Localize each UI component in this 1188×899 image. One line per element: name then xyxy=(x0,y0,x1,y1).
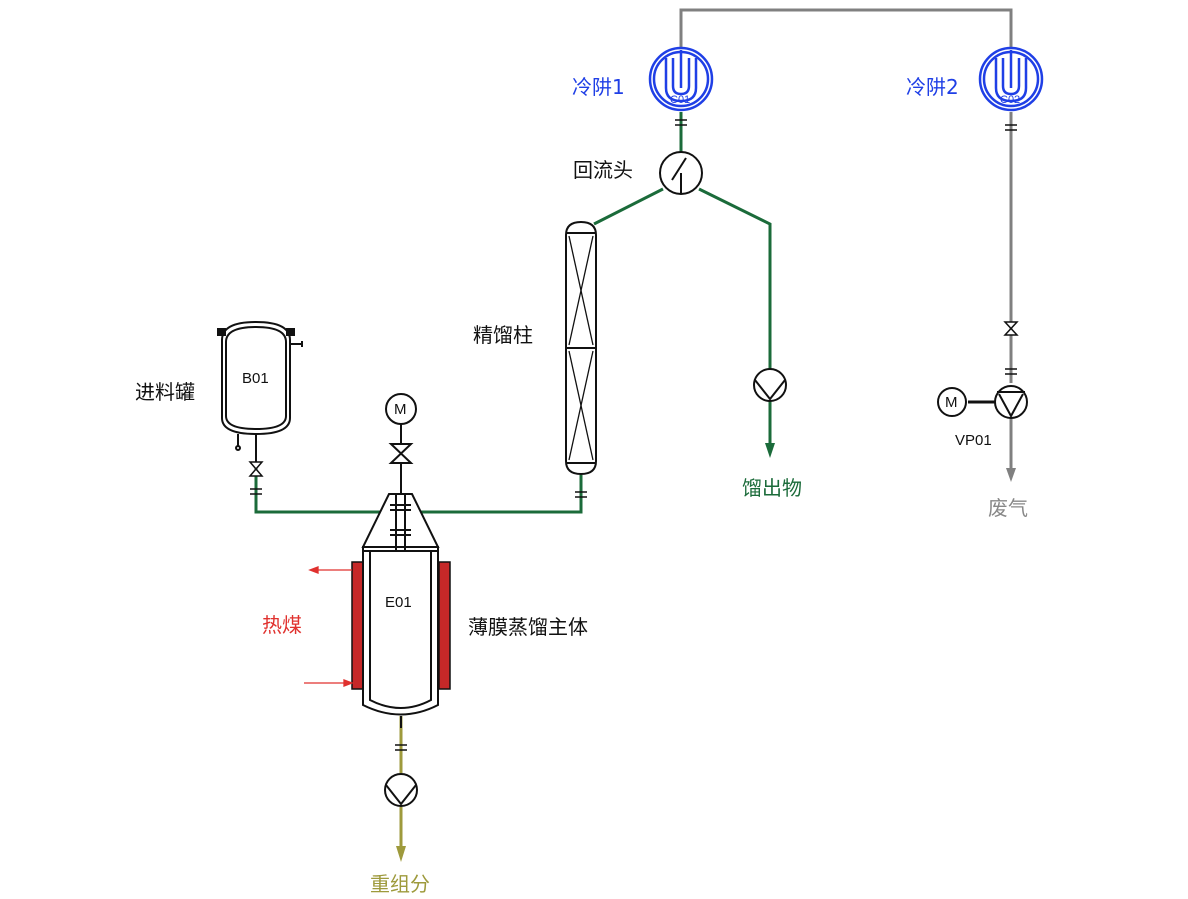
label-reflux-head: 回流头 xyxy=(573,158,633,182)
cold-trap-c02 xyxy=(978,46,1044,112)
reflux-head xyxy=(659,151,703,195)
pipe-flanges xyxy=(250,119,1017,751)
heavy-fraction-arrowhead xyxy=(396,846,406,862)
feed-tank-b01 xyxy=(217,320,303,462)
vacuum-line-valve xyxy=(1003,321,1019,336)
distillate-arrowhead xyxy=(765,443,775,458)
vacuum-line xyxy=(679,8,1013,470)
evaporator-e01 xyxy=(361,493,440,728)
distillation-column xyxy=(565,220,597,476)
tag-vp01: VP01 xyxy=(955,432,992,449)
tag-b01: B01 xyxy=(242,370,269,387)
tag-c01: C01 xyxy=(670,94,691,106)
agitator-drive xyxy=(385,393,417,494)
label-column: 精馏柱 xyxy=(473,323,533,347)
label-cold-trap-1: 冷阱1 xyxy=(572,75,625,99)
vacuum-pump-vp01 xyxy=(968,385,1028,419)
vapor-lines xyxy=(254,112,772,514)
label-heavy-fraction: 重组分 xyxy=(370,872,430,896)
vacuum-pump-motor xyxy=(937,387,967,417)
label-distillate: 馏出物 xyxy=(742,476,802,500)
label-feed-tank: 进料罐 xyxy=(135,380,195,404)
label-main-body: 薄膜蒸馏主体 xyxy=(468,615,588,639)
feed-tank-valve xyxy=(248,461,264,477)
tag-motor-vacuum: M xyxy=(945,394,958,411)
heating-jacket-right xyxy=(438,561,451,690)
tag-e01: E01 xyxy=(385,594,412,611)
label-heating-medium: 热煤 xyxy=(262,613,302,637)
label-cold-trap-2: 冷阱2 xyxy=(906,75,959,99)
heating-jacket-left xyxy=(351,561,364,690)
heavy-fraction-pump xyxy=(384,773,418,807)
cold-trap-c01 xyxy=(648,46,714,112)
distillate-pump xyxy=(753,368,787,402)
label-exhaust: 废气 xyxy=(988,496,1028,520)
tag-motor-agitator: M xyxy=(394,401,407,418)
heating-medium-arrows xyxy=(304,566,354,687)
tag-c02: C02 xyxy=(1000,94,1021,106)
exhaust-arrowhead xyxy=(1006,468,1016,482)
